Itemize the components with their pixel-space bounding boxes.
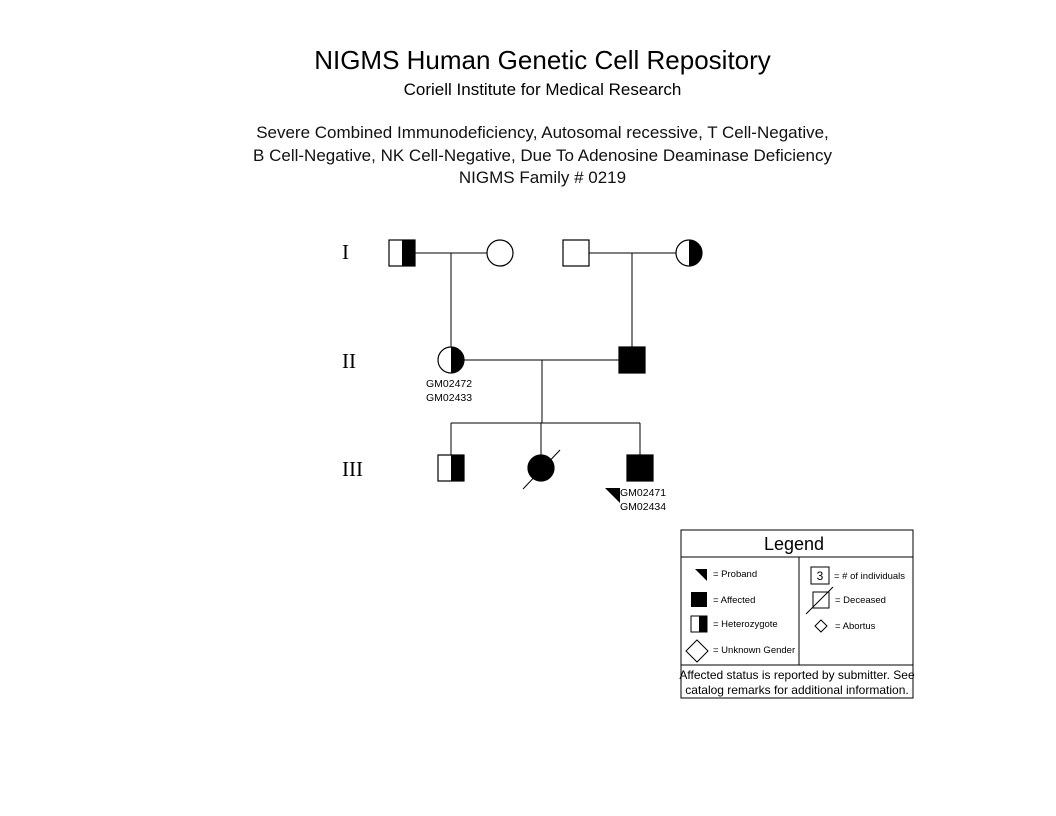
id-label-ii-1-b: GM02433 [426, 392, 472, 404]
legend-proband-label: = Proband [713, 569, 757, 580]
deceased-legend-slash [805, 586, 834, 615]
legend-note-line-2: catalog remarks for additional informati… [685, 683, 908, 697]
legend-title: Legend [764, 534, 824, 554]
individual-iii-2-affected-deceased-female [522, 449, 561, 490]
legend-count-number: 3 [817, 569, 824, 583]
individual-i-3-male [562, 239, 590, 267]
legend: Legend = Proband = Affected = Heterozygo… [679, 529, 915, 699]
unknown-gender-legend-icon [685, 639, 709, 663]
individual-iii-3-affected-proband-male [626, 454, 654, 482]
individual-i-4-heterozygote-female [675, 239, 703, 267]
page-subtitle: Coriell Institute for Medical Research [403, 80, 682, 99]
id-label-iii-3-b: GM02434 [620, 501, 666, 513]
count-legend-icon [810, 566, 830, 585]
heterozygote-fill [689, 240, 702, 266]
id-label-iii-3-a: GM02471 [620, 487, 666, 499]
legend-abortus-label: = Abortus [835, 621, 876, 632]
legend-frame [680, 529, 914, 699]
deceased-slash [522, 449, 561, 490]
id-label-ii-1-a: GM02472 [426, 378, 472, 390]
individual-ii-1-heterozygote-female [437, 346, 465, 374]
generation-label-iii: III [342, 457, 363, 481]
individual-i-1-heterozygote-male [388, 239, 416, 267]
pedigree-lines [415, 252, 676, 455]
heterozygote-fill [451, 347, 464, 373]
individual-i-2-female [486, 239, 514, 267]
legend-affected-label: = Affected [713, 595, 755, 606]
heterozygote-fill [451, 455, 464, 481]
family-number: NIGMS Family # 0219 [458, 168, 627, 187]
affected-female-symbol [527, 454, 555, 482]
individual-iii-1-heterozygote-male [437, 454, 465, 482]
heterozygote-legend-fill [699, 616, 707, 632]
page-title: NIGMS Human Genetic Cell Repository [314, 45, 771, 75]
heterozygote-fill [402, 240, 415, 266]
generation-label-ii: II [342, 349, 356, 373]
affected-legend-icon [691, 592, 707, 607]
legend-heterozygote-label: = Heterozygote [713, 619, 778, 630]
legend-deceased-label: = Deceased [835, 595, 886, 606]
deceased-legend-icon [812, 591, 830, 609]
proband-legend-icon [695, 569, 707, 581]
legend-count-label: = # of individuals [834, 571, 905, 582]
abortus-legend-icon [814, 619, 828, 633]
legend-unknown-gender-label: = Unknown Gender [713, 645, 795, 656]
condition-line-2: B Cell-Negative, NK Cell-Negative, Due T… [253, 146, 832, 165]
proband-arrow [605, 488, 620, 503]
generation-label-i: I [342, 240, 349, 264]
legend-note-line-1: Affected status is reported by submitter… [679, 668, 915, 682]
condition-line-1: Severe Combined Immunodeficiency, Autoso… [256, 123, 829, 142]
individual-ii-2-affected-male [618, 346, 646, 374]
